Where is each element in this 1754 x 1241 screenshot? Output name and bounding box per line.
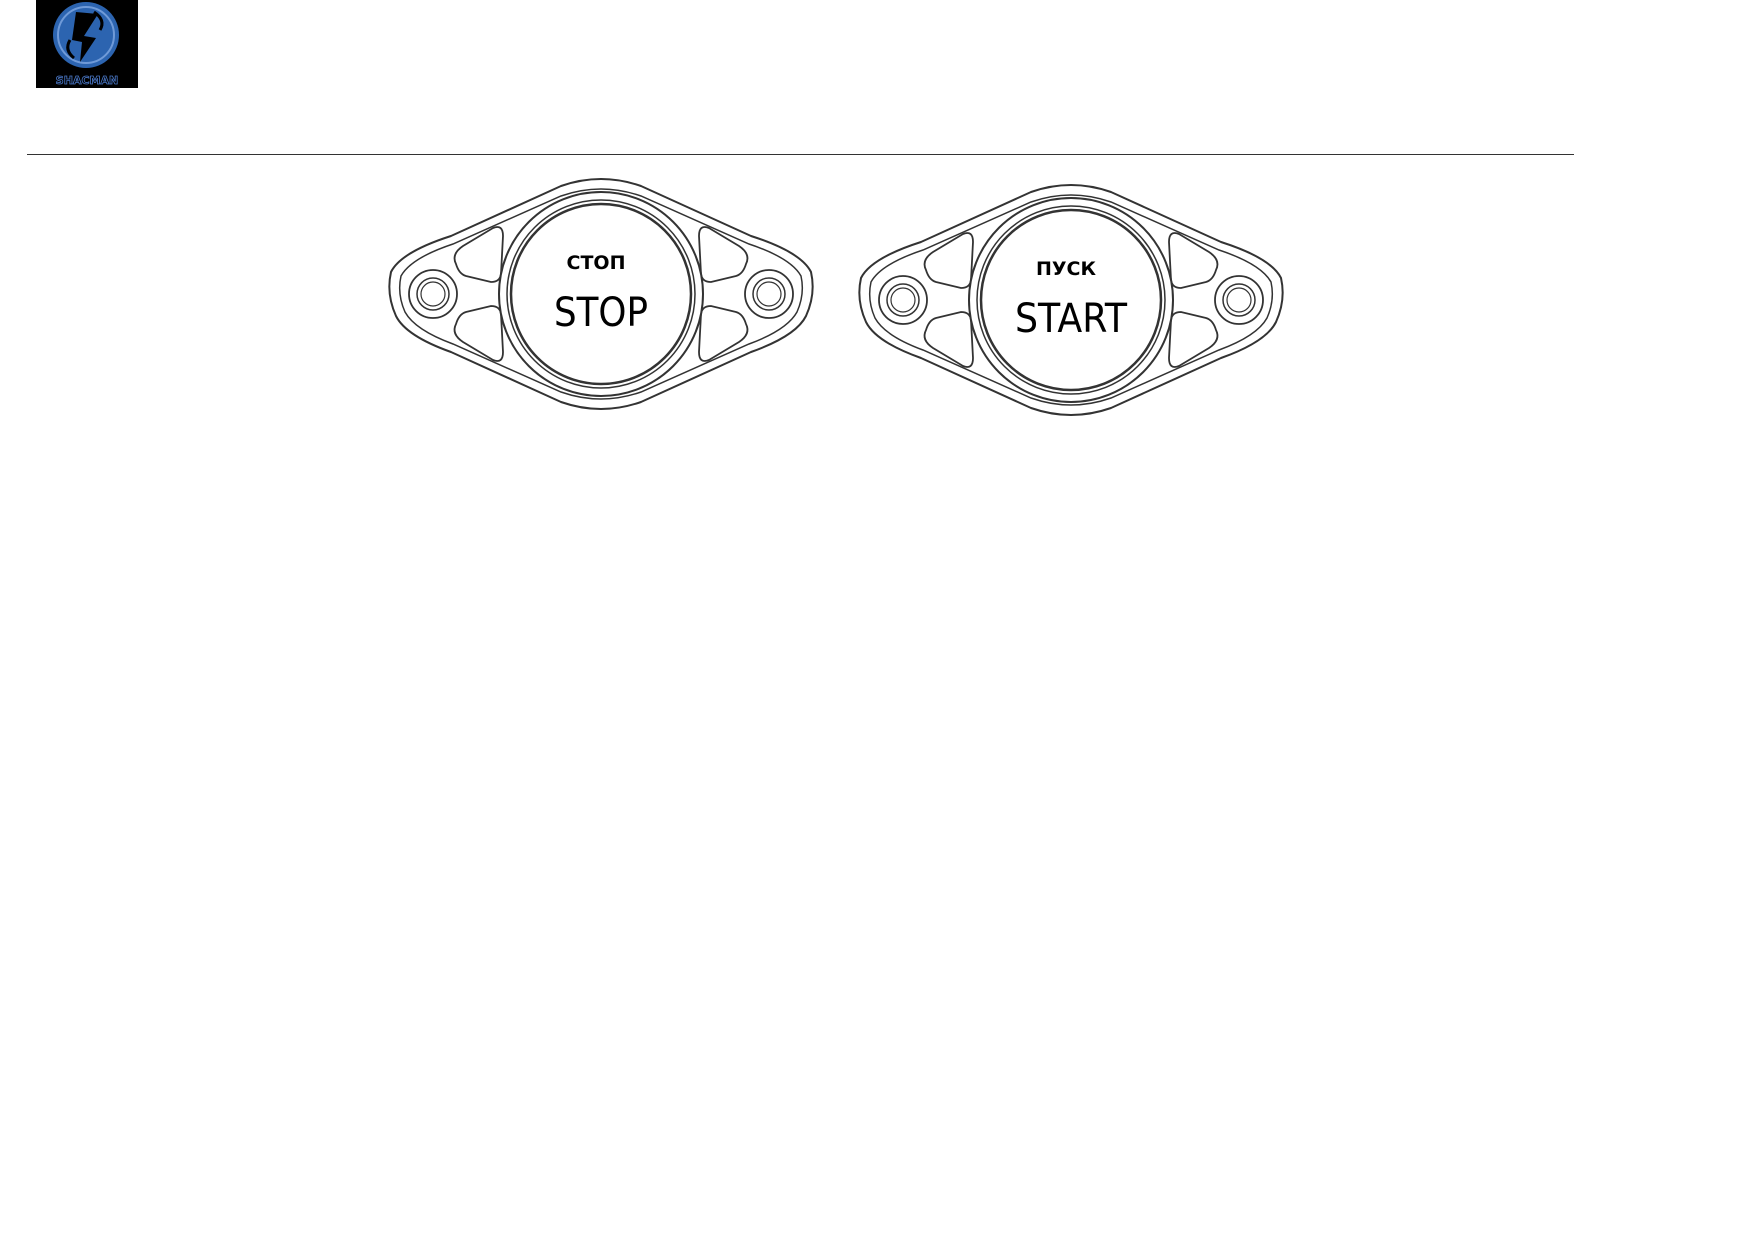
stop-label-en: STOP bbox=[554, 290, 648, 336]
header-divider bbox=[27, 154, 1574, 155]
start-button-drawing: ПУСК START bbox=[858, 183, 1284, 417]
logo-text: SHACMAN bbox=[55, 74, 119, 87]
shacman-emblem-icon bbox=[53, 2, 119, 68]
start-label-en: START bbox=[1015, 296, 1128, 342]
stop-label-ru: СТОП bbox=[567, 252, 626, 274]
start-label-ru: ПУСК bbox=[1036, 258, 1096, 280]
stop-button-drawing: СТОП STOP bbox=[388, 177, 814, 411]
shacman-logo: SHACMAN bbox=[36, 0, 138, 88]
